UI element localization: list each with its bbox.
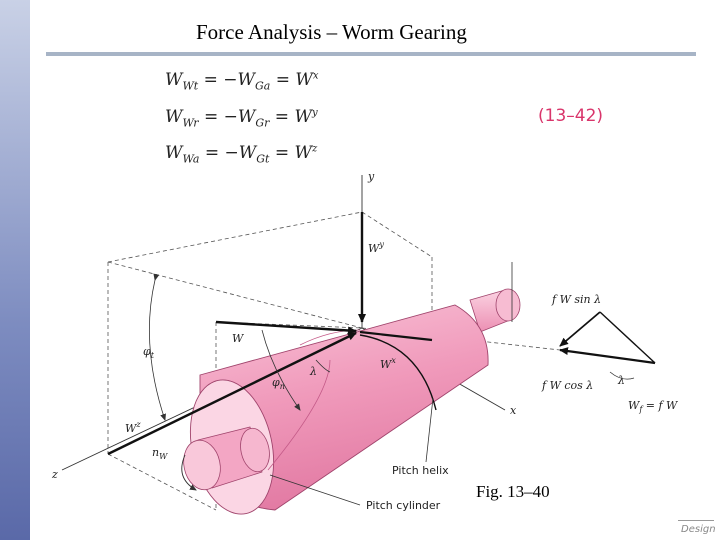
lambda-label-worm: λ xyxy=(309,365,317,378)
fw-arrow xyxy=(559,347,656,365)
wz-label: Wz xyxy=(125,420,141,435)
slide-side-bar xyxy=(0,0,30,540)
wx-label: Wx xyxy=(380,356,396,371)
worm-left-shaft xyxy=(181,426,270,491)
figure-caption: Fig. 13–40 xyxy=(476,482,550,501)
footer-rule xyxy=(678,520,714,521)
pitch-helix-curve xyxy=(359,334,437,411)
wx-line xyxy=(359,330,433,342)
axis-z-label: z xyxy=(51,468,58,481)
axis-x-label: x xyxy=(510,404,517,417)
force-vectors xyxy=(107,212,656,456)
leader-lines xyxy=(269,397,434,506)
wf-label: Wf = f W xyxy=(628,399,679,414)
fw-cos-line xyxy=(599,311,656,364)
angle-arcs xyxy=(149,273,635,421)
equation-number: (13–42) xyxy=(538,106,604,126)
w-arrow xyxy=(215,320,357,335)
w-label: W xyxy=(232,332,245,345)
phi-n-label: φn xyxy=(272,376,285,391)
nw-label: nW xyxy=(152,446,168,461)
phi-t-label: φt xyxy=(143,345,155,360)
equation-2: WWr = −WGr = Wy xyxy=(165,107,318,130)
pitch-cylinder-label: Pitch cylinder xyxy=(366,499,441,512)
fw-sin-arrow xyxy=(559,311,601,347)
worm-right-shaft xyxy=(469,262,521,333)
footer-text: Design xyxy=(681,524,716,535)
pitch-helix-label: Pitch helix xyxy=(392,464,449,477)
axis-y-label: y xyxy=(367,170,375,183)
equation-3: WWa = −WGt = Wz xyxy=(165,143,318,166)
lambda-label-friction: λ xyxy=(617,374,625,387)
equation-1: WWt = −WGa = Wx xyxy=(165,70,319,93)
wz-arrow xyxy=(107,331,357,456)
fw-sin-label: f W sin λ xyxy=(551,293,601,306)
title-rule xyxy=(46,52,696,56)
slide-title: Force Analysis – Worm Gearing xyxy=(196,20,467,44)
worm-body xyxy=(189,304,489,515)
fw-cos-label: f W cos λ xyxy=(541,379,593,392)
wy-label: Wy xyxy=(368,240,384,255)
